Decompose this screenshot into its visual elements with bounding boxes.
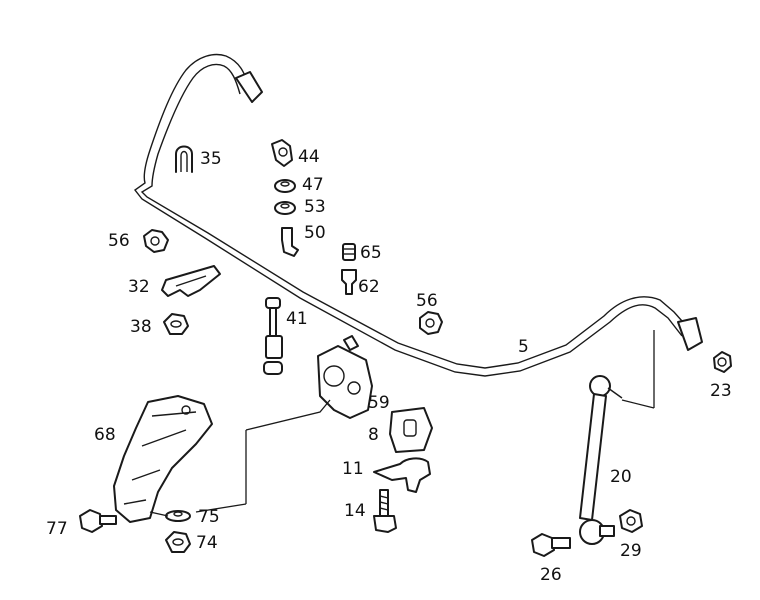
- bolt-26: [531, 533, 571, 557]
- pin-50: [281, 227, 299, 257]
- label-50: 50: [304, 223, 326, 243]
- nut-23: [713, 351, 732, 373]
- washer-75: [165, 510, 191, 522]
- bracket-68: [113, 395, 213, 523]
- bolt-62: [341, 269, 357, 295]
- nut-56-right: [419, 311, 443, 335]
- label-74: 74: [196, 533, 218, 553]
- part-labels: 5 8 11 14 20 23 26 29 32 35 38 41 44 47 …: [46, 147, 732, 585]
- label-68: 68: [94, 425, 116, 445]
- label-14: 14: [344, 501, 366, 521]
- label-5: 5: [518, 337, 529, 357]
- label-56-left: 56: [108, 231, 130, 251]
- clamp-11: [373, 457, 431, 493]
- label-38: 38: [130, 317, 152, 337]
- label-26: 26: [540, 565, 562, 585]
- clip-35: [175, 145, 193, 173]
- nut-56-left: [143, 229, 169, 253]
- label-62: 62: [358, 277, 380, 297]
- bracket-32: [161, 265, 221, 297]
- link-20: [579, 375, 623, 545]
- bolt-14: [373, 489, 397, 533]
- label-77: 77: [46, 519, 68, 539]
- fitting-44: [271, 139, 293, 167]
- bushing-8: [389, 407, 433, 453]
- nut-47: [274, 179, 296, 193]
- label-29: 29: [620, 541, 642, 561]
- label-35: 35: [200, 149, 222, 169]
- nut-38: [163, 313, 189, 335]
- label-59: 59: [368, 393, 390, 413]
- label-20: 20: [610, 467, 632, 487]
- label-11: 11: [342, 459, 364, 479]
- leader-lines: [149, 330, 655, 517]
- label-65: 65: [360, 243, 382, 263]
- washer-53: [274, 201, 296, 215]
- label-53: 53: [304, 197, 326, 217]
- stabilizer-bar: [133, 53, 703, 377]
- link-41: [263, 297, 283, 375]
- bracket-59: [317, 335, 373, 419]
- label-23: 23: [710, 381, 732, 401]
- bolt-77: [79, 509, 117, 533]
- label-8: 8: [368, 425, 379, 445]
- label-56-right: 56: [416, 291, 438, 311]
- label-75: 75: [198, 507, 220, 527]
- label-47: 47: [302, 175, 324, 195]
- label-44: 44: [298, 147, 320, 167]
- nut-29: [619, 509, 643, 533]
- nut-74: [165, 531, 191, 553]
- label-32: 32: [128, 277, 150, 297]
- bolt-65: [342, 243, 356, 261]
- label-41: 41: [286, 309, 308, 329]
